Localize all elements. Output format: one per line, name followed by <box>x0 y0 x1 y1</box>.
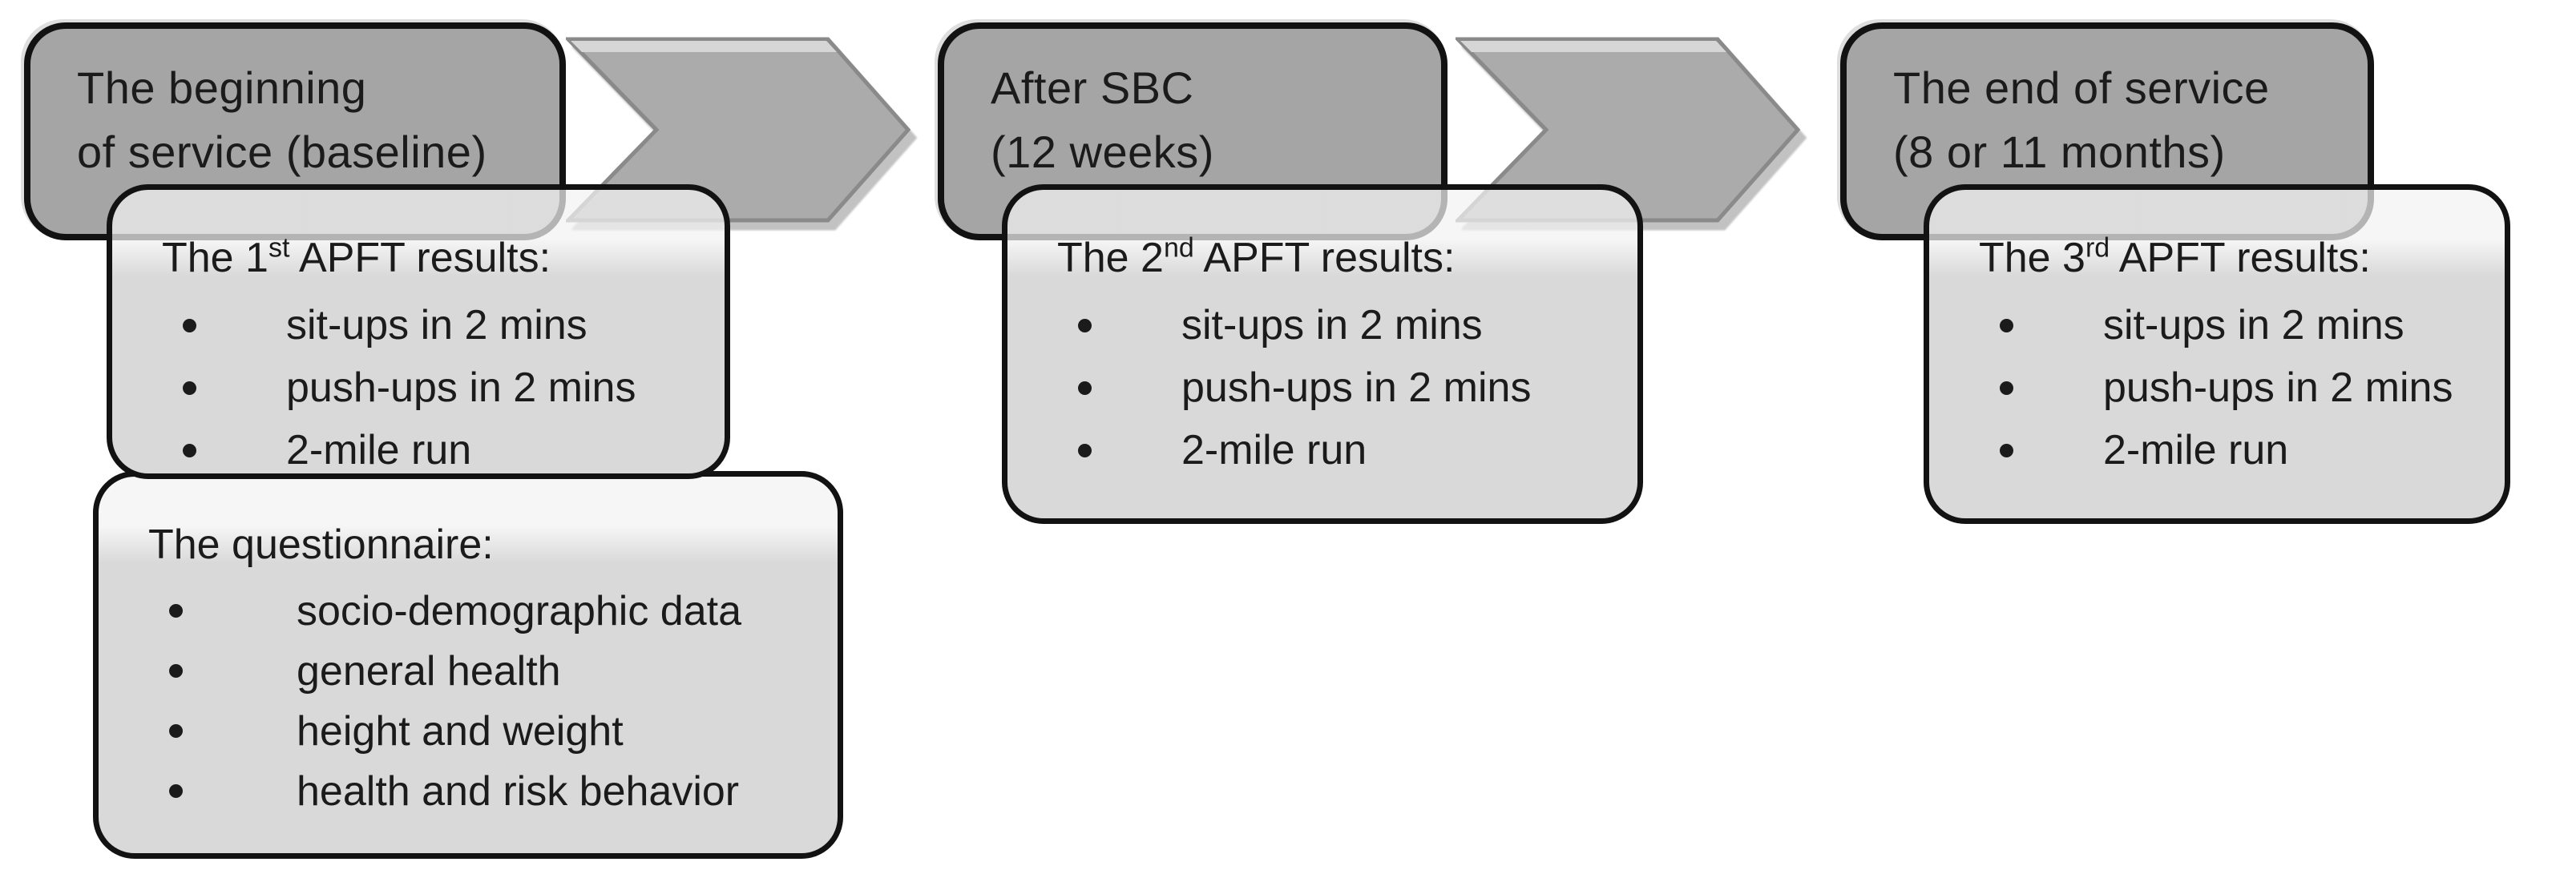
bullet-text: sit-ups in 2 mins <box>2103 302 2404 348</box>
bullet-item: sit-ups in 2 mins <box>112 294 725 356</box>
flow-arrow-icon <box>566 37 910 223</box>
bullet-item: 2-mile run <box>112 419 725 481</box>
bullet-list: sit-ups in 2 mins push-ups in 2 mins 2-m… <box>112 294 725 481</box>
stage-title-line: After SBC <box>991 62 1194 113</box>
bullet-icon <box>169 664 183 678</box>
bullet-icon <box>2000 381 2013 395</box>
bullet-text: push-ups in 2 mins <box>2103 364 2453 411</box>
bullet-item: sit-ups in 2 mins <box>1929 294 2505 356</box>
questionnaire-box: The questionnaire: socio-demographic dat… <box>93 471 843 859</box>
bullet-icon <box>1078 318 1092 332</box>
stage-title: The beginning of service (baseline) <box>30 29 559 184</box>
stage-title: After SBC (12 weeks) <box>944 29 1441 184</box>
bullet-icon <box>183 443 196 457</box>
bullet-text: socio-demographic data <box>297 587 741 634</box>
bullet-icon <box>183 318 196 332</box>
bullet-text: sit-ups in 2 mins <box>1181 302 1483 348</box>
bullet-icon <box>169 604 183 618</box>
bullet-icon <box>2000 443 2013 457</box>
box-heading-text: The 1 <box>162 235 269 281</box>
bullet-item: 2-mile run <box>1929 419 2505 481</box>
bullet-icon <box>2000 318 2013 332</box>
bullet-item: push-ups in 2 mins <box>1929 356 2505 419</box>
bullet-item: push-ups in 2 mins <box>1007 356 1637 419</box>
box-heading: The 1st APFT results: <box>112 232 725 284</box>
bullet-item: socio-demographic data <box>99 581 838 641</box>
bullet-icon <box>183 381 196 395</box>
box-heading-rest: APFT results: <box>289 235 551 281</box>
bullet-text: general health <box>297 647 561 695</box>
apft-results-box-1: The 1st APFT results: sit-ups in 2 mins … <box>107 184 730 479</box>
bullet-item: 2-mile run <box>1007 419 1637 481</box>
stage-title-line: The end of service <box>1893 62 2270 113</box>
apft-results-box-2: The 2nd APFT results: sit-ups in 2 mins … <box>1002 184 1643 524</box>
box-heading-text: The 2 <box>1057 235 1164 281</box>
bullet-list: sit-ups in 2 mins push-ups in 2 mins 2-m… <box>1007 294 1637 481</box>
bullet-text: 2-mile run <box>1181 427 1367 473</box>
bullet-icon <box>1078 443 1092 457</box>
box-heading-text: The 3 <box>1979 235 2085 281</box>
bullet-text: health and risk behavior <box>297 767 740 815</box>
box-heading: The 2nd APFT results: <box>1007 232 1637 284</box>
bullet-item: height and weight <box>99 701 838 761</box>
stage-title-line: of service (baseline) <box>77 127 487 177</box>
box-heading: The questionnaire: <box>99 518 838 571</box>
box-heading-rest: APFT results: <box>1193 235 1456 281</box>
bullet-icon <box>169 724 183 738</box>
ordinal-superscript: st <box>268 232 290 264</box>
box-heading: The 3rd APFT results: <box>1929 232 2505 284</box>
box-heading-rest: APFT results: <box>2110 235 2371 281</box>
bullet-icon <box>1078 381 1092 395</box>
bullet-text: 2-mile run <box>286 427 472 473</box>
bullet-text: height and weight <box>297 707 624 755</box>
bullet-text: push-ups in 2 mins <box>1181 364 1532 411</box>
flow-arrow-icon <box>1456 37 1800 223</box>
bullet-list: socio-demographic data general health he… <box>99 581 838 821</box>
stage-title-line: The beginning <box>77 62 367 113</box>
stage-title-line: (8 or 11 months) <box>1893 127 2226 177</box>
bullet-icon <box>169 784 183 798</box>
bullet-list: sit-ups in 2 mins push-ups in 2 mins 2-m… <box>1929 294 2505 481</box>
bullet-item: push-ups in 2 mins <box>112 356 725 419</box>
bullet-text: push-ups in 2 mins <box>286 364 636 411</box>
ordinal-superscript: nd <box>1163 232 1194 264</box>
stage-title-line: (12 weeks) <box>991 127 1214 177</box>
box-heading-text: The questionnaire: <box>148 522 494 568</box>
bullet-text: 2-mile run <box>2103 427 2289 473</box>
bullet-text: sit-ups in 2 mins <box>286 302 587 348</box>
stage-title: The end of service (8 or 11 months) <box>1847 29 2368 184</box>
bullet-item: health and risk behavior <box>99 761 838 821</box>
apft-results-box-3: The 3rd APFT results: sit-ups in 2 mins … <box>1924 184 2510 524</box>
bullet-item: general health <box>99 641 838 701</box>
bullet-item: sit-ups in 2 mins <box>1007 294 1637 356</box>
ordinal-superscript: rd <box>2085 232 2110 264</box>
